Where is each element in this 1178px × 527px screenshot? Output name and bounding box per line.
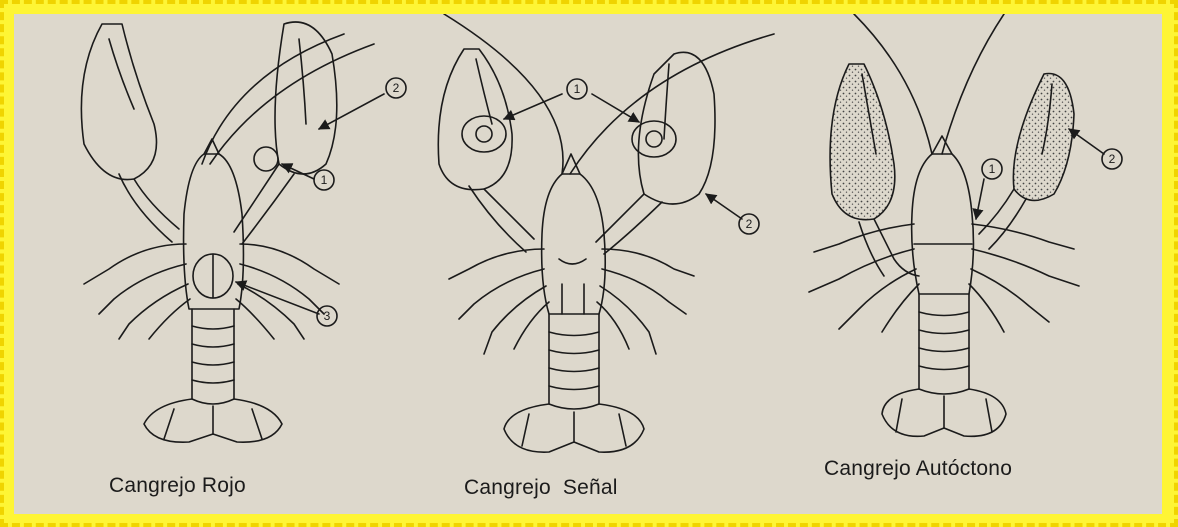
marker-label: 1 — [574, 82, 581, 96]
marker-label: 1 — [989, 162, 996, 176]
marker-label: 2 — [1109, 152, 1116, 166]
crayfish-senal — [438, 14, 774, 452]
marker-label: 2 — [746, 217, 753, 231]
crayfish-rojo — [81, 22, 406, 442]
crayfish-illustrations: 2 1 3 1 2 1 2 — [14, 14, 1162, 514]
crayfish-autoctono — [809, 14, 1122, 436]
caption-cangrejo-autoctono: Cangrejo Autóctono — [824, 457, 1012, 481]
caption-cangrejo-rojo: Cangrejo Rojo — [109, 474, 246, 498]
caption-cangrejo-senal: Cangrejo Señal — [464, 476, 618, 500]
diagram-paper: 2 1 3 1 2 1 2 Cangrejo Rojo Cangrejo Señ… — [14, 14, 1162, 514]
marker-label: 2 — [393, 81, 400, 95]
marker-label: 3 — [324, 309, 331, 323]
marker-label: 1 — [321, 173, 328, 187]
